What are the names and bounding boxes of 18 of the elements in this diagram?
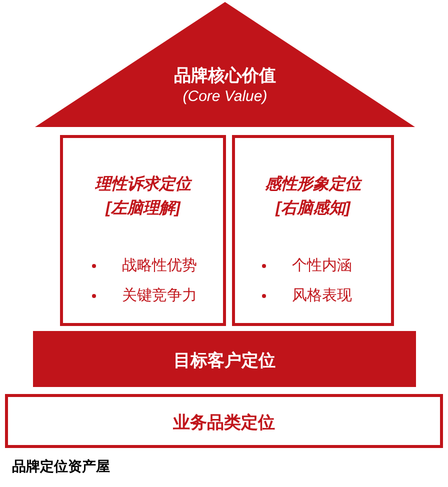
roof-triangle [35,2,415,127]
floor-band [33,331,416,387]
bullet-item: 关键竞争力 [122,286,197,305]
band-label: 目标客户定位 [172,350,276,372]
bullet-item: 个性内涵 [292,256,352,275]
foundation-band [5,394,443,448]
pillar-box [60,135,226,326]
diagram-caption: 品牌定位资产屋 [12,458,110,476]
band-label: 业务品类定位 [172,412,276,434]
roof-title: 品牌核心价值 [173,65,277,87]
bullet-item: 战略性优势 [122,256,197,275]
pillar-heading: [左脑理解] [104,198,182,219]
pillar-heading: [右脑感知] [274,198,352,219]
pillar-box [232,135,394,326]
roof-subtitle: (Core Value) [182,88,268,105]
bullet-item: 风格表现 [292,286,352,305]
pillar-heading: 理性诉求定位 [94,174,194,195]
pillar-heading: 感性形象定位 [264,174,364,195]
